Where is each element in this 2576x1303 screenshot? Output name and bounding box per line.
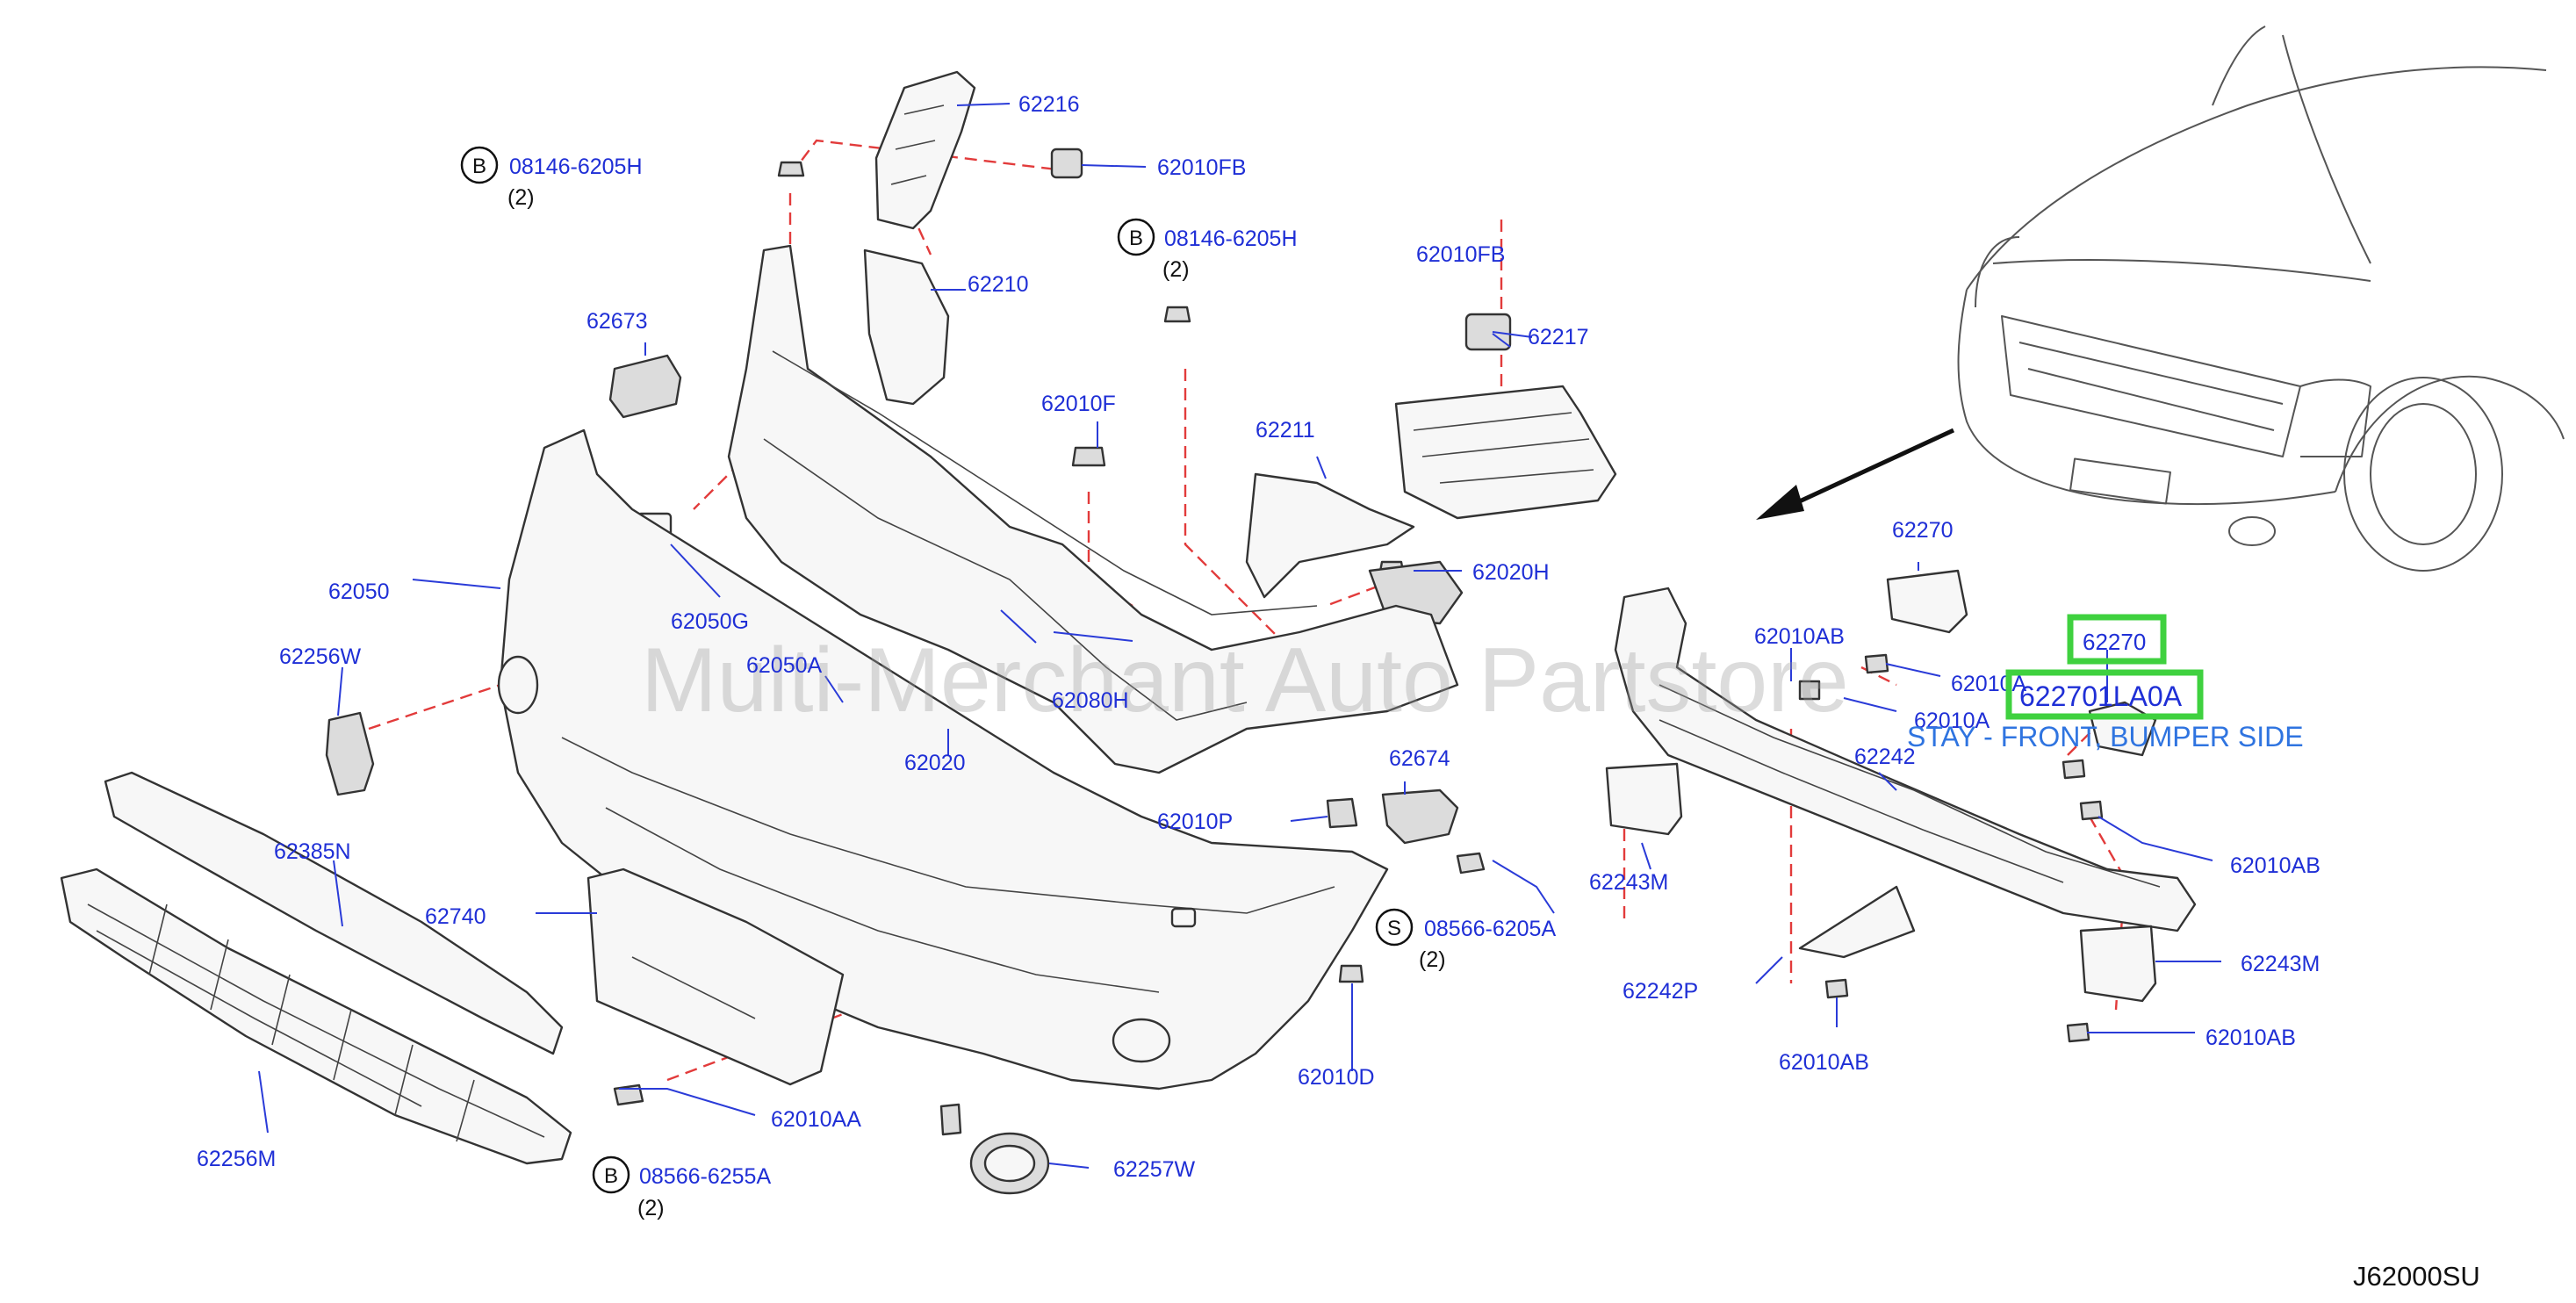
label-62216: 62216 [1018, 92, 1080, 117]
part-62256M-shape [60, 867, 572, 1165]
label-62674: 62674 [1389, 746, 1450, 771]
label-62211: 62211 [1256, 418, 1315, 443]
label-62010P: 62010P [1157, 810, 1233, 834]
callout-screw-right: S 08566-6205A (2) [1375, 908, 1556, 972]
callout-letter: B [472, 155, 486, 178]
label-62010AB-3: 62010AB [1779, 1050, 1869, 1075]
callout-badge [592, 1155, 630, 1194]
label-62050A: 62050A [746, 653, 823, 678]
callout-bolt-center: B 08146-6205H (2) [1117, 218, 1298, 282]
label-62010A-1: 62010A [1951, 672, 2027, 696]
highlighted-part[interactable]: 62270 622701LA0A STAY - FRONT, BUMPER SI… [1907, 614, 2304, 752]
label-62010AA: 62010AA [771, 1107, 861, 1132]
label-62242: 62242 [1854, 745, 1916, 769]
callout-part: 08566-6205A [1424, 917, 1556, 941]
label-62217: 62217 [1528, 325, 1589, 349]
callout-part: 08146-6205H [1164, 227, 1298, 251]
label-62010A-2: 62010A [1914, 709, 1990, 733]
callout-letter: B [604, 1164, 618, 1188]
label-62010AB-1: 62010AB [1754, 624, 1845, 649]
label-62385N: 62385N [274, 839, 351, 864]
part-62242-shape [1614, 587, 2197, 932]
label-62050G: 62050G [671, 609, 749, 634]
label-62673: 62673 [586, 309, 648, 334]
callout-qty: (2) [1162, 257, 1190, 282]
figure-code: J62000SU [2353, 1261, 2480, 1292]
label-62243M-left: 62243M [1589, 870, 1668, 895]
label-62256W: 62256W [279, 644, 362, 669]
callout-bolt-left: B 08146-6205H (2) [460, 146, 643, 210]
label-62020: 62020 [904, 751, 966, 775]
part-labels: 62216 62010FB 62210 62010FB 62217 62673 … [197, 92, 2321, 1182]
vehicle-reference-sketch [1756, 25, 2565, 572]
callout-qty: (2) [1419, 947, 1446, 972]
highlight-box-full-part-number [2005, 669, 2204, 720]
callout-bolt-bottom: B 08566-6255A (2) [592, 1155, 771, 1220]
label-62242P: 62242P [1623, 979, 1698, 1004]
label-62010AB-2: 62010AB [2230, 853, 2321, 878]
label-62050: 62050 [328, 580, 390, 604]
label-62740: 62740 [425, 904, 486, 929]
label-62210: 62210 [968, 272, 1029, 297]
callout-letter: S [1387, 917, 1401, 940]
label-62010FB-top: 62010FB [1157, 155, 1246, 180]
part-62020-shape [727, 244, 1459, 774]
highlight-description: STAY - FRONT, BUMPER SIDE [1907, 721, 2304, 752]
label-62010FB-right: 62010FB [1416, 242, 1505, 267]
highlight-part-number[interactable]: 62270 [2083, 629, 2146, 655]
leader-lines [258, 103, 2221, 1169]
highlight-box-part-number [2067, 614, 2167, 665]
label-62256M: 62256M [197, 1147, 276, 1171]
highlight-full-part-number[interactable]: 622701LA0A [2019, 680, 2183, 712]
watermark-text: Multi-Merchant Auto Partstore [641, 630, 1849, 731]
label-62270-top: 62270 [1892, 518, 1954, 543]
label-62080H: 62080H [1052, 688, 1129, 713]
callout-qty: (2) [637, 1196, 665, 1220]
callout-letter: B [1129, 227, 1143, 250]
callout-part: 08146-6205H [509, 155, 643, 179]
label-62020H: 62020H [1472, 560, 1550, 585]
callout-badge [1117, 218, 1155, 256]
label-62010AB-4: 62010AB [2205, 1026, 2296, 1050]
label-62243M-right: 62243M [2241, 952, 2320, 976]
callout-qty: (2) [507, 185, 535, 210]
part-62216-shape [874, 70, 976, 230]
callout-part: 08566-6255A [639, 1164, 771, 1189]
label-62257W: 62257W [1113, 1157, 1196, 1182]
label-62010F: 62010F [1041, 392, 1116, 416]
callout-badge [460, 146, 499, 184]
label-62010D: 62010D [1298, 1065, 1375, 1090]
callout-badge [1375, 908, 1414, 947]
